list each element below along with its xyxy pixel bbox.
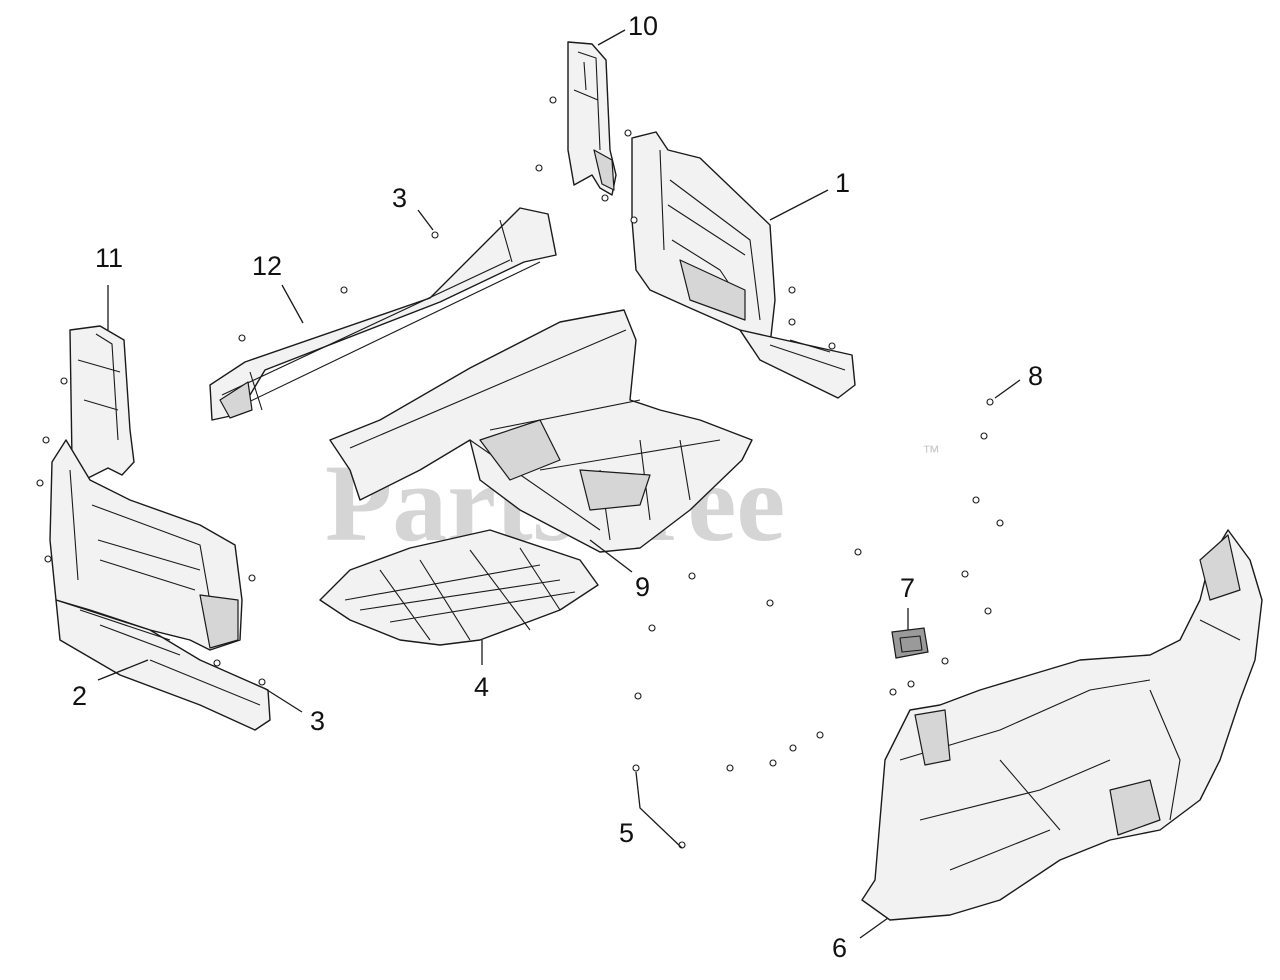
part-6-front-panel[interactable] <box>861 529 1263 921</box>
callout-9: 9 <box>635 572 650 602</box>
part-1-right-side-panel[interactable] <box>631 131 856 399</box>
part-10-right-post-panel[interactable] <box>567 41 617 196</box>
part-4-floor-tray[interactable] <box>319 529 599 646</box>
callout-1: 1 <box>835 168 850 198</box>
callout-8: 8 <box>1028 361 1043 391</box>
part-7-bracket[interactable] <box>891 627 929 659</box>
callout-4: 4 <box>474 672 489 702</box>
callout-3-top: 3 <box>392 183 407 213</box>
callout-6: 6 <box>832 933 847 963</box>
fasteners <box>36 96 1004 849</box>
callout-3-bottom: 3 <box>310 706 325 736</box>
watermark-trademark: ™ <box>922 442 940 462</box>
callout-12: 12 <box>252 251 282 281</box>
leader-lines <box>97 29 1021 939</box>
callout-2: 2 <box>72 681 87 711</box>
part-9-seat-base[interactable] <box>329 309 753 553</box>
callout-5: 5 <box>619 818 634 848</box>
part-11-left-post-panel[interactable] <box>69 325 135 479</box>
part-2-left-side-panel[interactable] <box>49 439 271 731</box>
callout-11: 11 <box>95 243 123 273</box>
callout-10: 10 <box>628 11 658 41</box>
callout-7: 7 <box>900 573 915 603</box>
part-12-rear-rail[interactable] <box>209 207 557 421</box>
callouts: 10 1 3 12 11 8 9 7 4 2 3 5 6 <box>72 11 1043 963</box>
